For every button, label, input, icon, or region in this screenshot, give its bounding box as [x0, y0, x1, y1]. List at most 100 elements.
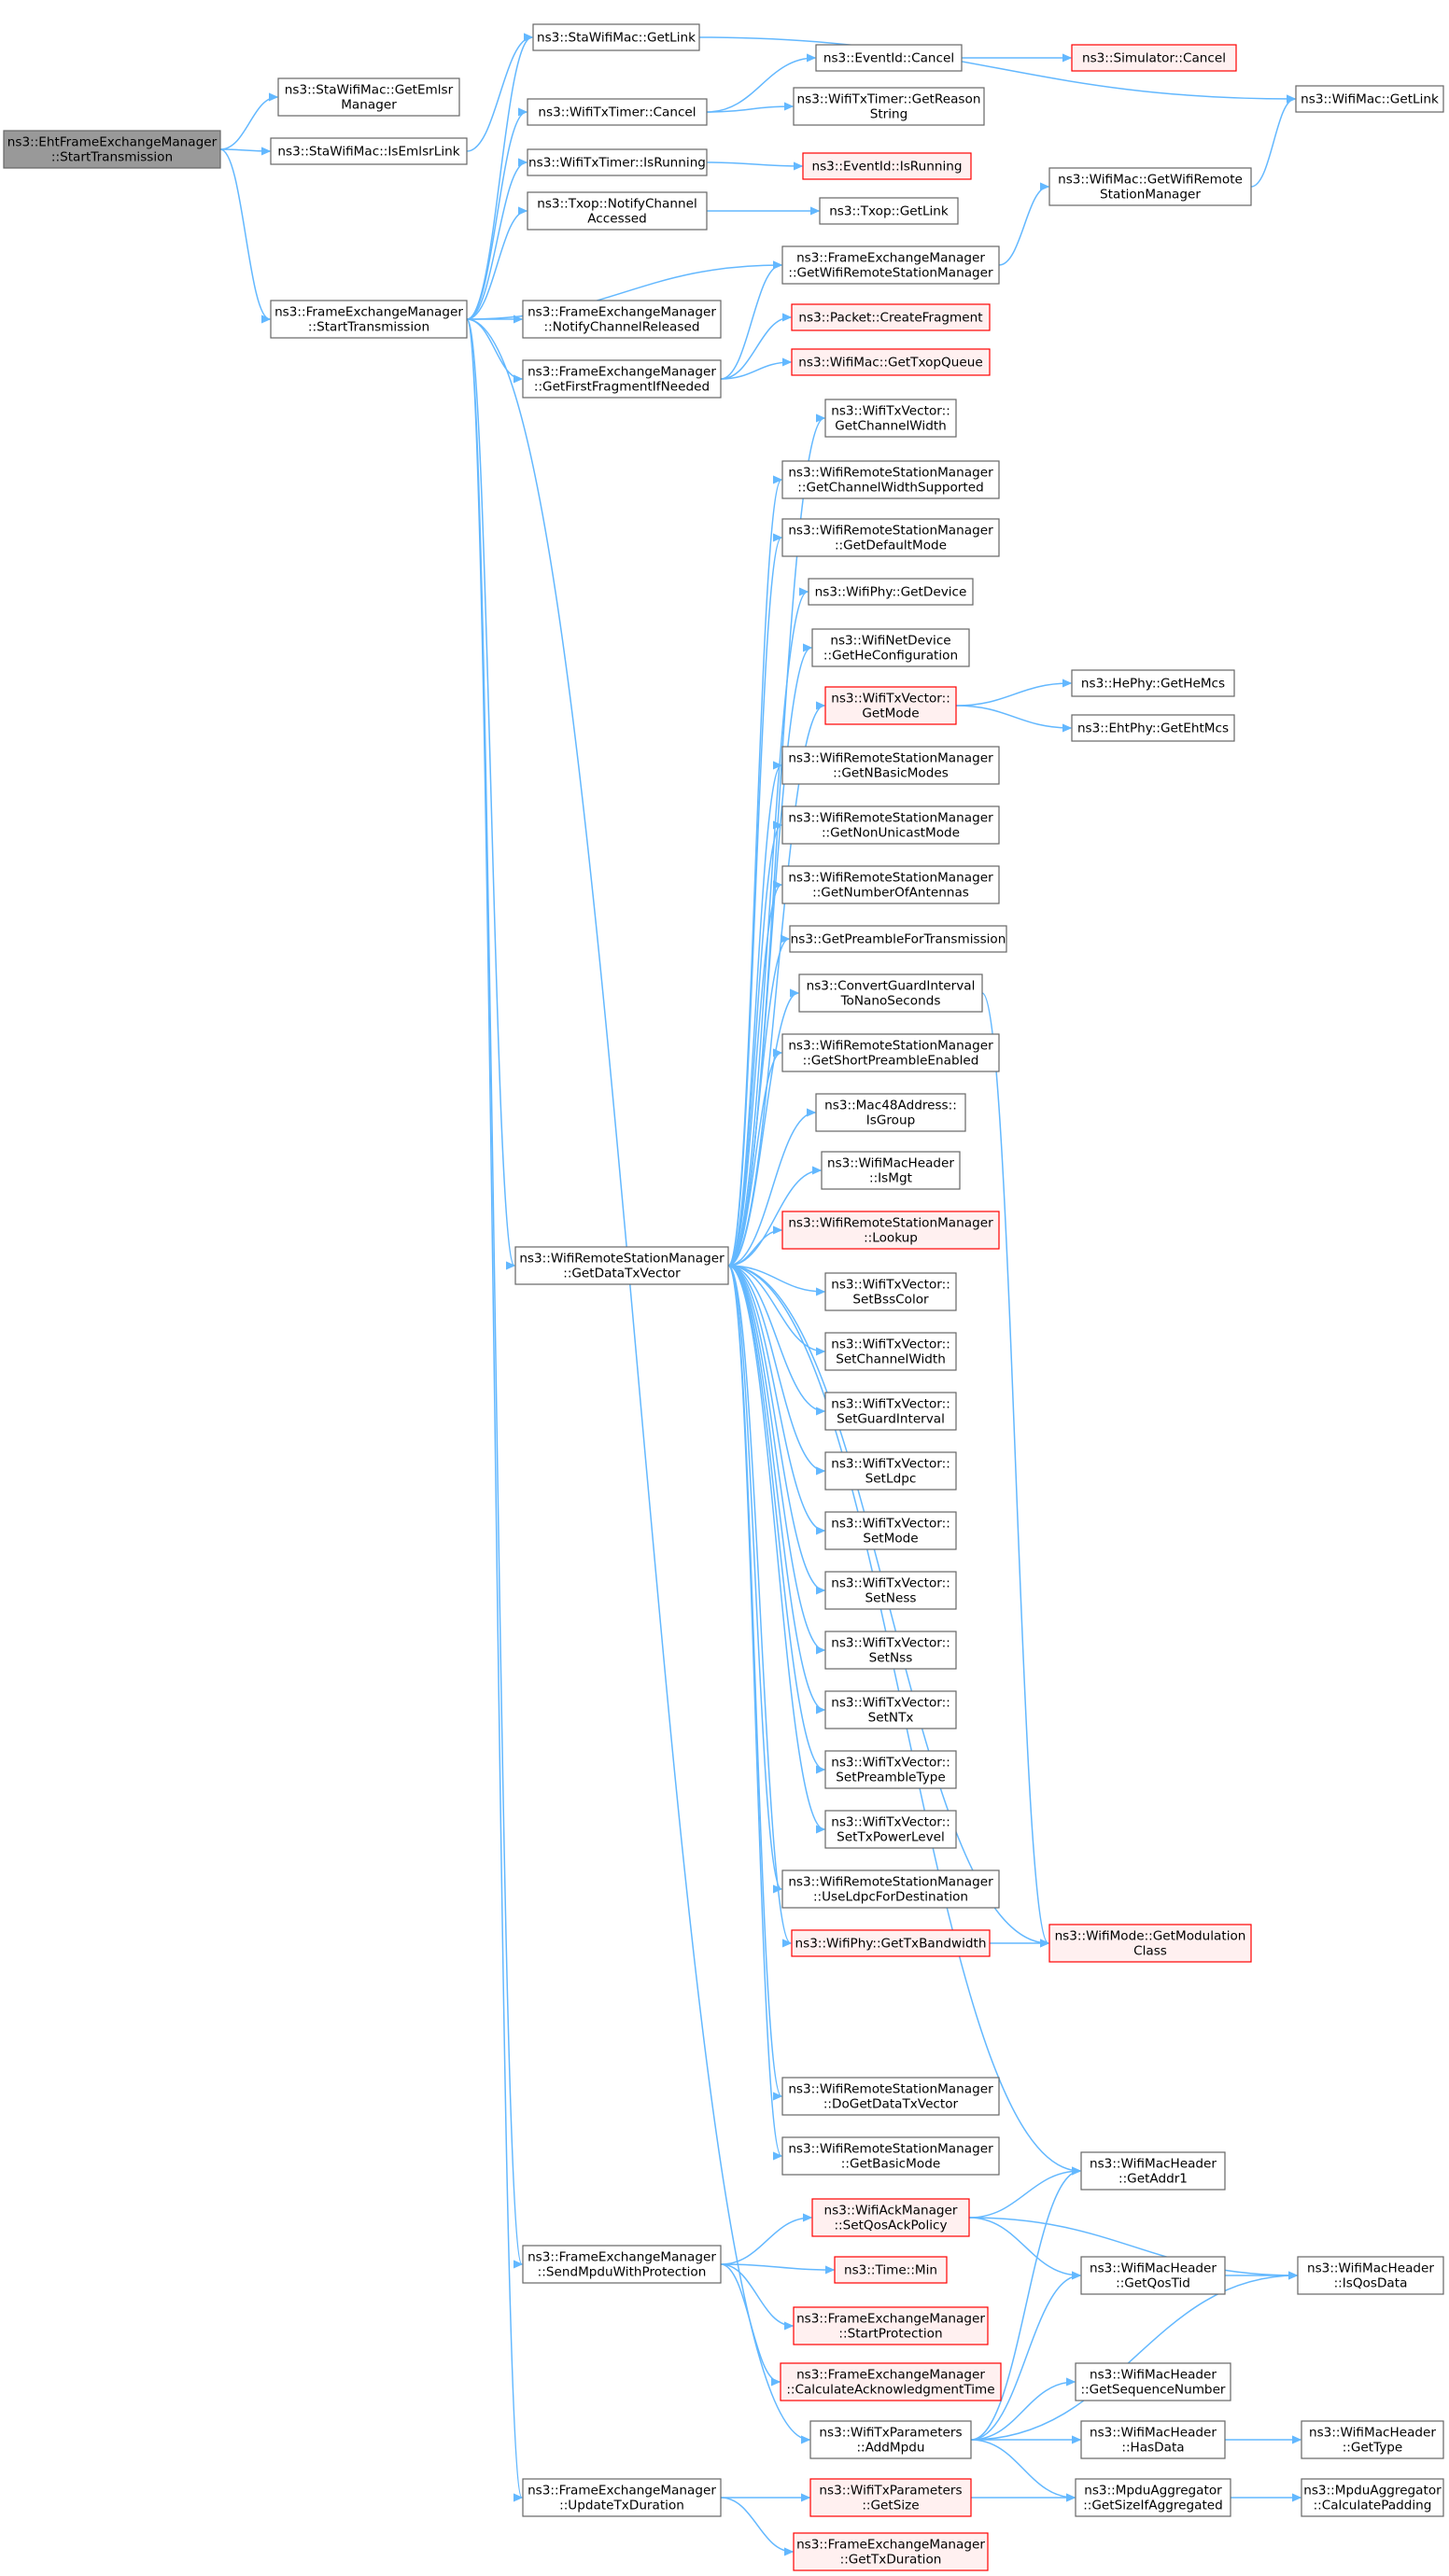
node-label: ns3::WifiRemoteStationManager: [788, 811, 993, 826]
node-label: ns3::Mac48Address::: [824, 1099, 957, 1113]
node-sim-cancel[interactable]: ns3::Simulator::Cancel: [1071, 44, 1237, 72]
node-mac-get-wrsm[interactable]: ns3::WifiMac::GetWifiRemoteStationManage…: [1048, 167, 1252, 206]
node-create-fragment[interactable]: ns3::Packet::CreateFragment: [791, 303, 991, 331]
node-label: ::GetFirstFragmentIfNeeded: [534, 380, 710, 395]
node-set-ntx[interactable]: ns3::WifiTxVector::SetNTx: [824, 1690, 957, 1729]
edge-layer: [219, 37, 1301, 2552]
node-is-emlsr-link[interactable]: ns3::StaWifiMac::IsEmlsrLink: [270, 137, 468, 165]
node-get-basic-mode[interactable]: ns3::WifiRemoteStationManager::GetBasicM…: [781, 2136, 1000, 2176]
node-get-preamble[interactable]: ns3::GetPreambleForTransmission: [789, 925, 1007, 953]
node-event-cancel[interactable]: ns3::EventId::Cancel: [815, 44, 963, 72]
node-use-ldpc[interactable]: ns3::WifiRemoteStationManager::UseLdpcFo…: [781, 1869, 1000, 1909]
node-send-mpdu-with-protection[interactable]: ns3::FrameExchangeManager::SendMpduWithP…: [522, 2245, 722, 2284]
node-get-nbasic-modes[interactable]: ns3::WifiRemoteStationManager::GetNBasic…: [781, 746, 1000, 785]
node-get-seq-number[interactable]: ns3::WifiMacHeader::GetSequenceNumber: [1075, 2362, 1231, 2401]
node-timer-cancel[interactable]: ns3::WifiTxTimer::Cancel: [527, 98, 708, 126]
node-box: [522, 359, 722, 399]
node-fem-start-tx[interactable]: ns3::FrameExchangeManager::StartTransmis…: [270, 300, 468, 339]
node-set-bss-color[interactable]: ns3::WifiTxVector::SetBssColor: [824, 1272, 957, 1311]
node-set-channel-width[interactable]: ns3::WifiTxVector::SetChannelWidth: [824, 1332, 957, 1371]
node-is-group[interactable]: ns3::Mac48Address::IsGroup: [815, 1093, 966, 1132]
edge-get-data-tx-vector-to-set-bss-color: [727, 1265, 824, 1292]
node-txop-get-link[interactable]: ns3::Txop::GetLink: [819, 197, 959, 225]
node-sta-get-link[interactable]: ns3::StaWifiMac::GetLink: [532, 23, 700, 51]
node-is-qos-data[interactable]: ns3::WifiMacHeader::IsQosData: [1297, 2256, 1444, 2295]
node-update-tx-duration[interactable]: ns3::FrameExchangeManager::UpdateTxDurat…: [522, 2478, 722, 2517]
edge-fem-start-tx-to-get-data-tx-vector: [466, 318, 514, 1266]
node-tv-get-mode[interactable]: ns3::WifiTxVector::GetMode: [824, 686, 957, 725]
node-calc-padding[interactable]: ns3::MpduAggregator::CalculatePadding: [1301, 2478, 1444, 2517]
node-do-get-data-tx-vector[interactable]: ns3::WifiRemoteStationManager::DoGetData…: [781, 2077, 1000, 2116]
node-add-mpdu[interactable]: ns3::WifiTxParameters::AddMpdu: [809, 2420, 972, 2459]
edge-timer-is-running-to-event-is-running: [706, 162, 802, 166]
node-get-short-preamble[interactable]: ns3::WifiRemoteStationManager::GetShortP…: [781, 1033, 1000, 1072]
edge: [720, 317, 791, 380]
node-box: [1295, 85, 1444, 113]
node-calc-ack-time[interactable]: ns3::FrameExchangeManager::CalculateAckn…: [780, 2362, 1002, 2401]
node-phy-get-device[interactable]: ns3::WifiPhy::GetDevice: [808, 578, 974, 606]
node-set-tx-power-level[interactable]: ns3::WifiTxVector::SetTxPowerLevel: [824, 1810, 957, 1849]
node-timer-is-running[interactable]: ns3::WifiTxTimer::IsRunning: [527, 148, 708, 176]
edge-set-qos-ack-policy-to-get-qos-tid: [968, 2217, 1080, 2275]
node-wifi-mac-get-link[interactable]: ns3::WifiMac::GetLink: [1295, 85, 1444, 113]
node-box: [781, 460, 1000, 499]
node-eht-get-eht-mcs[interactable]: ns3::EhtPhy::GetEhtMcs: [1071, 714, 1235, 742]
node-notify-ch-released[interactable]: ns3::FrameExchangeManager::NotifyChannel…: [522, 300, 722, 339]
node-set-guard-interval[interactable]: ns3::WifiTxVector::SetGuardInterval: [824, 1392, 957, 1431]
edge: [727, 1113, 815, 1267]
node-root[interactable]: ns3::EhtFrameExchangeManager::StartTrans…: [3, 130, 221, 169]
node-lookup[interactable]: ns3::WifiRemoteStationManager::Lookup: [781, 1211, 1000, 1250]
node-label: ns3::StaWifiMac::GetLink: [537, 31, 696, 46]
edge: [727, 538, 781, 1267]
node-set-preamble-type[interactable]: ns3::WifiTxVector::SetPreambleType: [824, 1750, 957, 1789]
node-set-nss[interactable]: ns3::WifiTxVector::SetNss: [824, 1631, 957, 1670]
node-has-data[interactable]: ns3::WifiMacHeader::HasData: [1080, 2420, 1226, 2459]
edge: [219, 97, 277, 150]
node-he-get-he-mcs[interactable]: ns3::HePhy::GetHeMcs: [1071, 669, 1235, 697]
edge: [727, 1053, 781, 1267]
node-box: [781, 1033, 1000, 1072]
node-box: [811, 628, 970, 667]
node-get-tx-duration[interactable]: ns3::FrameExchangeManager::GetTxDuration: [793, 2532, 989, 2571]
node-fem-get-wrsm[interactable]: ns3::FrameExchangeManager::GetWifiRemote…: [781, 245, 1000, 285]
node-get-non-unicast-mode[interactable]: ns3::WifiRemoteStationManager::GetNonUni…: [781, 805, 1000, 845]
node-get-data-tx-vector[interactable]: ns3::WifiRemoteStationManager::GetDataTx…: [514, 1246, 729, 1285]
edge: [727, 1230, 781, 1267]
edge-get-data-tx-vector-to-set-ness: [727, 1265, 824, 1590]
node-start-protection[interactable]: ns3::FrameExchangeManager::StartProtecti…: [793, 2306, 989, 2345]
node-event-is-running[interactable]: ns3::EventId::IsRunning: [802, 152, 972, 180]
node-set-ness[interactable]: ns3::WifiTxVector::SetNess: [824, 1571, 957, 1610]
node-get-addr1[interactable]: ns3::WifiMacHeader::GetAddr1: [1080, 2151, 1226, 2191]
node-set-qos-ack-policy[interactable]: ns3::WifiAckManager::SetQosAckPolicy: [811, 2198, 970, 2237]
node-label: String: [870, 107, 908, 122]
node-get-first-frag[interactable]: ns3::FrameExchangeManager::GetFirstFragm…: [522, 359, 722, 399]
node-get-channel-width[interactable]: ns3::WifiTxVector::GetChannelWidth: [824, 399, 957, 438]
edge: [727, 1265, 824, 1710]
node-label: ns3::WifiTxTimer::GetReason: [797, 92, 981, 107]
node-box: [781, 1211, 1000, 1250]
node-get-default-mode[interactable]: ns3::WifiRemoteStationManager::GetDefaul…: [781, 518, 1000, 557]
node-get-type[interactable]: ns3::WifiMacHeader::GetType: [1301, 2420, 1444, 2459]
node-set-ldpc[interactable]: ns3::WifiTxVector::SetLdpc: [824, 1451, 957, 1491]
node-set-mode[interactable]: ns3::WifiTxVector::SetMode: [824, 1511, 957, 1550]
node-is-mgt[interactable]: ns3::WifiMacHeader::IsMgt: [821, 1151, 961, 1190]
node-label: ::GetBasicMode: [841, 2157, 940, 2172]
node-get-txop-queue[interactable]: ns3::WifiMac::GetTxopQueue: [791, 348, 991, 376]
node-get-he-config[interactable]: ns3::WifiNetDevice::GetHeConfiguration: [811, 628, 970, 667]
node-time-min[interactable]: ns3::Time::Min: [834, 2256, 948, 2284]
edge-fem-start-tx-to-add-mpdu: [466, 318, 809, 2440]
edge-update-tx-duration-to-get-tx-duration: [720, 2497, 793, 2552]
node-get-qos-tid[interactable]: ns3::WifiMacHeader::GetQosTid: [1080, 2256, 1226, 2295]
node-get-cw-supported[interactable]: ns3::WifiRemoteStationManager::GetChanne…: [781, 460, 1000, 499]
node-get-tx-bandwidth[interactable]: ns3::WifiPhy::GetTxBandwidth: [791, 1929, 991, 1957]
node-tp-get-size[interactable]: ns3::WifiTxParameters::GetSize: [809, 2478, 972, 2517]
node-get-num-antennas[interactable]: ns3::WifiRemoteStationManager::GetNumber…: [781, 865, 1000, 904]
node-get-size-if-agg[interactable]: ns3::MpduAggregator::GetSizeIfAggregated: [1075, 2478, 1231, 2517]
node-box: [1301, 2420, 1444, 2459]
node-box: [781, 2077, 1000, 2116]
